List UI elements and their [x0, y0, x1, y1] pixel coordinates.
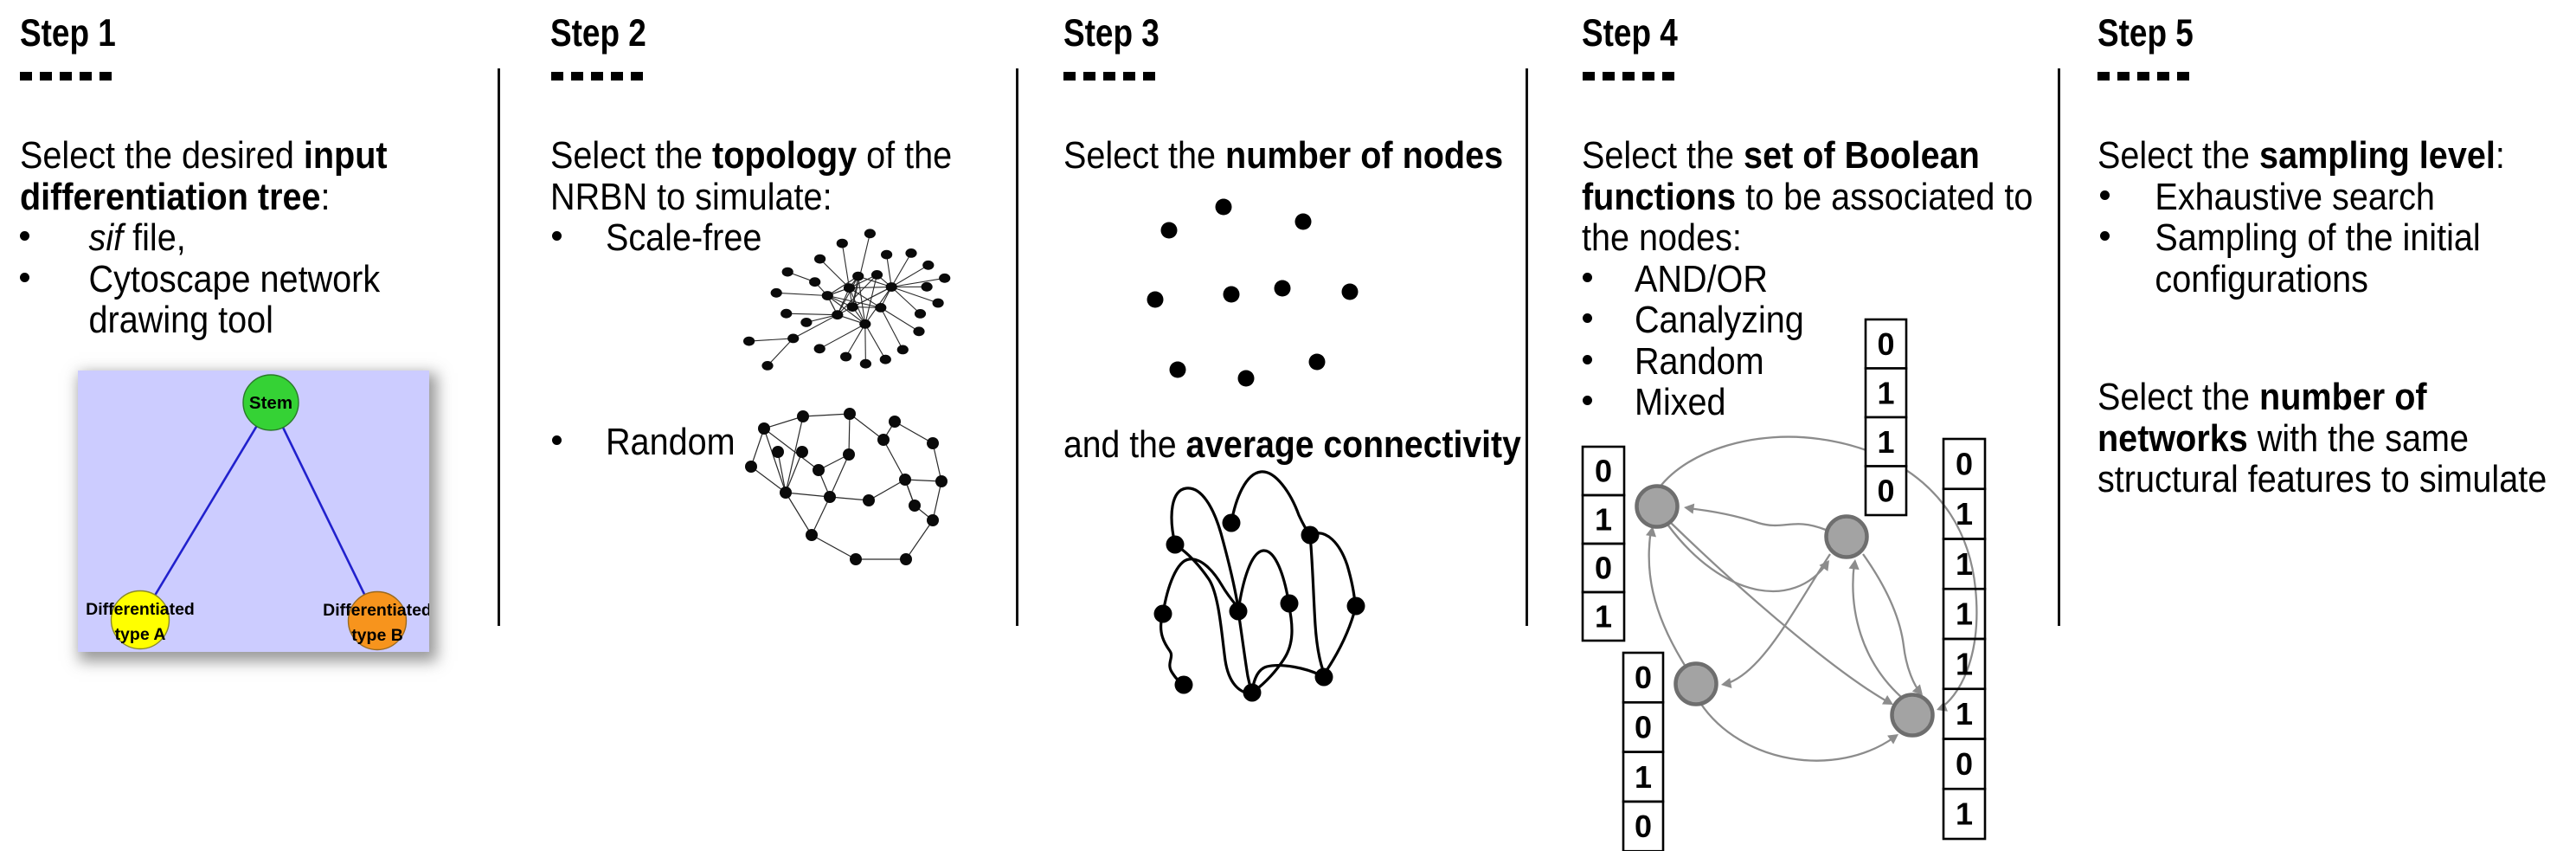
- svg-text:1: 1: [1956, 596, 1973, 632]
- svg-text:1: 1: [1595, 599, 1612, 635]
- svg-text:1: 1: [1595, 502, 1612, 538]
- svg-text:1: 1: [1956, 696, 1973, 732]
- svg-text:0: 0: [1956, 446, 1973, 481]
- svg-text:1: 1: [1635, 759, 1652, 795]
- svg-text:0: 0: [1635, 709, 1652, 745]
- svg-text:0: 0: [1635, 809, 1652, 844]
- svg-text:0: 0: [1595, 454, 1612, 489]
- svg-text:1: 1: [1877, 424, 1894, 460]
- svg-text:0: 0: [1877, 326, 1894, 362]
- svg-text:0: 0: [1635, 660, 1652, 695]
- svg-text:0: 0: [1956, 746, 1973, 782]
- svg-text:Stem: Stem: [249, 393, 292, 413]
- svg-text:0: 0: [1877, 473, 1894, 508]
- svg-text:Differentiated: Differentiated: [323, 601, 429, 620]
- svg-text:1: 1: [1956, 496, 1973, 532]
- svg-text:1: 1: [1877, 375, 1894, 410]
- svg-text:1: 1: [1956, 796, 1973, 832]
- svg-text:Differentiated: Differentiated: [86, 600, 195, 619]
- svg-text:0: 0: [1595, 551, 1612, 586]
- svg-text:1: 1: [1956, 646, 1973, 681]
- svg-text:1: 1: [1956, 546, 1973, 582]
- svg-text:type A: type A: [115, 625, 166, 644]
- svg-text:type B: type B: [351, 626, 403, 645]
